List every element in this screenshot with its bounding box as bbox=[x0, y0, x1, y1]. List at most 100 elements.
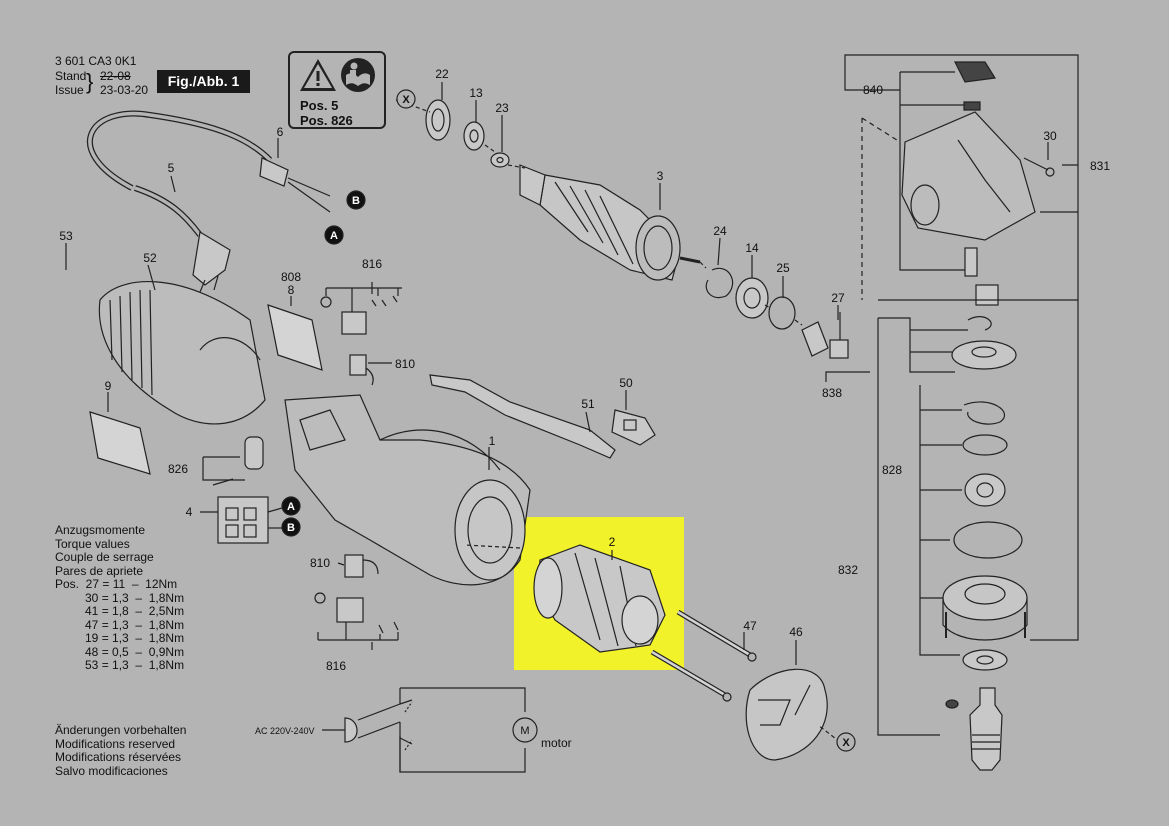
warning-pos-826: Pos. 826 bbox=[300, 113, 353, 128]
torque-row: 53 = 1,3 – 1,8Nm bbox=[55, 658, 185, 672]
spindle bbox=[969, 687, 1003, 771]
part-label-13: 13 bbox=[469, 86, 483, 100]
part-label-51: 51 bbox=[581, 397, 595, 411]
mods-en: Modifications reserved bbox=[55, 736, 176, 751]
torque-heading-en: Torque values bbox=[55, 536, 130, 551]
mods-es: Salvo modificaciones bbox=[55, 763, 168, 778]
torque-values: Anzugsmomente Torque values Couple de se… bbox=[55, 523, 185, 673]
part-label-46: 46 bbox=[789, 625, 803, 639]
label-8 bbox=[267, 304, 323, 371]
part-label-831: 831 bbox=[1090, 159, 1110, 173]
mains-plug bbox=[192, 231, 231, 286]
part-label-5: 5 bbox=[168, 161, 175, 175]
part-label-810-bottom: 810 bbox=[310, 556, 330, 570]
part-label-3: 3 bbox=[657, 169, 664, 183]
part-label-9: 9 bbox=[105, 379, 112, 393]
cord-clamp bbox=[244, 436, 264, 470]
marker-b-switch bbox=[281, 517, 301, 537]
lock-button bbox=[954, 61, 997, 83]
brush-holder-bottom bbox=[336, 597, 364, 623]
wiring-circuit bbox=[399, 687, 526, 773]
screw-30 bbox=[1023, 157, 1049, 171]
ring-25 bbox=[768, 296, 796, 330]
part-label-24: 24 bbox=[713, 224, 727, 238]
part-label-816-top: 816 bbox=[362, 257, 382, 271]
part-label-22: 22 bbox=[435, 67, 449, 81]
brush-holder-top bbox=[341, 311, 367, 335]
marker-a-top bbox=[324, 225, 344, 245]
stand-label: Stand bbox=[55, 69, 87, 83]
torque-row: 48 = 0,5 – 0,9Nm bbox=[55, 644, 185, 659]
part-label-2: 2 bbox=[609, 535, 616, 549]
part-label-30: 30 bbox=[1043, 129, 1057, 143]
part-label-4: 4 bbox=[186, 505, 193, 519]
brace: } bbox=[86, 69, 94, 94]
part-label-840: 840 bbox=[863, 83, 883, 97]
torque-row: 19 = 1,3 – 1,8Nm bbox=[55, 631, 185, 645]
part-label-8: 8 bbox=[288, 283, 295, 297]
torque-row: 47 = 1,3 – 1,8Nm bbox=[55, 617, 185, 632]
read-manual-icon bbox=[341, 58, 375, 92]
stand-date: 22-08 bbox=[100, 69, 131, 83]
bearing-22 bbox=[425, 99, 451, 141]
nut-27 bbox=[829, 339, 849, 359]
marker-a-top-label: A bbox=[330, 230, 338, 242]
handle-strip bbox=[429, 374, 616, 459]
warning-box: Pos. 5 Pos. 826 bbox=[288, 51, 386, 129]
washer-23 bbox=[490, 152, 510, 168]
part-label-810-top: 810 bbox=[395, 357, 415, 371]
supply-voltage: AC 220V-240V bbox=[255, 726, 315, 736]
bearing-14 bbox=[735, 277, 769, 319]
power-cord bbox=[86, 110, 273, 191]
circlip-24 bbox=[705, 267, 734, 299]
marker-b-top-label: B bbox=[352, 195, 360, 207]
part-label-828: 828 bbox=[882, 463, 902, 477]
issue-date: 23-03-20 bbox=[100, 83, 149, 97]
part-label-838: 838 bbox=[822, 386, 842, 400]
figure-label: Fig./Abb. 1 bbox=[157, 70, 250, 93]
rear-cover bbox=[98, 281, 266, 425]
warning-icons bbox=[300, 58, 375, 92]
marker-x-top-label: X bbox=[402, 94, 410, 106]
part-label-808: 808 bbox=[281, 270, 301, 284]
bearing-flange bbox=[942, 575, 1028, 621]
torque-heading-de: Anzugsmomente bbox=[55, 523, 146, 537]
part-label-25: 25 bbox=[776, 261, 790, 275]
marker-b-top bbox=[346, 190, 366, 210]
warning-triangle-icon bbox=[300, 59, 336, 91]
carbon-brush-bottom bbox=[344, 554, 364, 578]
bearing-828 bbox=[964, 473, 1006, 507]
part-label-52: 52 bbox=[143, 251, 157, 265]
part-label-53: 53 bbox=[59, 229, 73, 243]
motor-label: motor bbox=[541, 736, 572, 750]
fan-baffle bbox=[745, 668, 828, 761]
part-50 bbox=[611, 409, 656, 446]
torque-row: Pos. 27 = 11 – 12Nm bbox=[55, 577, 178, 591]
torque-heading-es: Pares de apriete bbox=[55, 563, 144, 578]
product-number: 3 601 CA3 0K1 bbox=[55, 54, 137, 68]
pinion bbox=[801, 321, 829, 357]
part-label-27: 27 bbox=[831, 291, 845, 305]
part-label-6: 6 bbox=[277, 125, 284, 139]
marker-x-bottom bbox=[836, 732, 856, 752]
needle-bearing bbox=[975, 284, 999, 306]
marker-x-top bbox=[396, 89, 416, 109]
carbon-brush-top bbox=[349, 354, 367, 376]
modifications-notice: Änderungen vorbehalten Modifications res… bbox=[55, 723, 186, 778]
part-label-23: 23 bbox=[495, 101, 509, 115]
gear-head bbox=[901, 111, 1036, 241]
part-label-816-bottom: 816 bbox=[326, 659, 346, 673]
torque-heading-fr: Couple de serrage bbox=[55, 550, 154, 564]
torque-row: 41 = 1,8 – 2,5Nm bbox=[55, 604, 185, 618]
torque-row: 30 = 1,3 – 1,8Nm bbox=[55, 590, 185, 605]
bearing-13 bbox=[463, 121, 485, 151]
part-label-14: 14 bbox=[745, 241, 759, 255]
part-label-1: 1 bbox=[489, 434, 496, 448]
label-9 bbox=[89, 411, 151, 475]
part-label-47: 47 bbox=[743, 619, 757, 633]
warning-pos-5: Pos. 5 bbox=[300, 98, 339, 113]
issue-label: Issue bbox=[55, 83, 84, 97]
marker-a-switch-label: A bbox=[287, 501, 295, 513]
